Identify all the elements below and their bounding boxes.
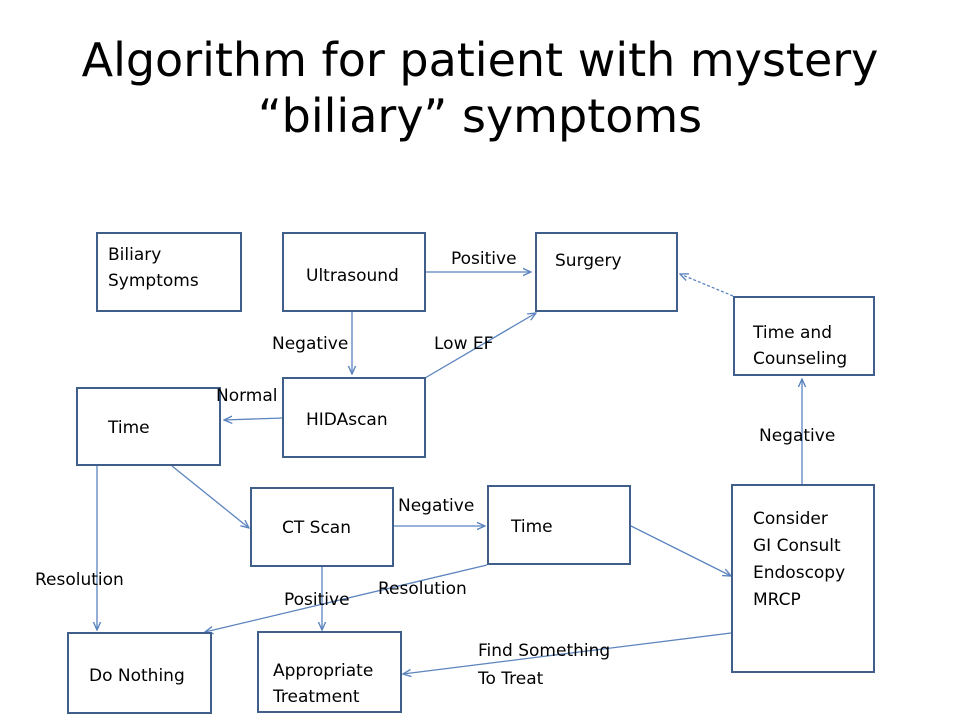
node-label: CT Scan — [282, 518, 351, 538]
node-do-nothing: Do Nothing — [67, 632, 212, 714]
node-label: Consider — [753, 509, 828, 529]
node-label: Symptoms — [108, 271, 199, 291]
arrow-time-to-consider — [630, 525, 731, 576]
node-label: Biliary — [108, 245, 162, 265]
node-time-left: Time — [76, 387, 221, 466]
edge-label-resolution-mid: Resolution — [378, 579, 467, 599]
edge-label-normal: Normal — [216, 386, 278, 406]
edge-label-find-something: Find Something To Treat — [478, 637, 610, 693]
edge-label-line: Find Something — [478, 641, 611, 661]
edge-label-line: To Treat — [478, 669, 544, 689]
node-label: MRCP — [753, 590, 801, 610]
node-surgery: Surgery — [535, 232, 678, 312]
edge-label-negative-ct: Negative — [398, 496, 475, 516]
node-label: Do Nothing — [89, 666, 185, 686]
node-label: GI Consult — [753, 536, 841, 556]
arrow-hidascan-to-time — [224, 418, 284, 420]
node-label: Time — [511, 517, 553, 537]
edge-label-negative-right: Negative — [759, 426, 836, 446]
node-label: Counseling — [753, 349, 848, 369]
node-label: Appropriate — [273, 661, 374, 681]
node-appropriate-treatment: Appropriate Treatment — [257, 631, 402, 713]
node-label: Surgery — [555, 251, 622, 271]
edge-label-positive-top: Positive — [451, 249, 517, 269]
node-consider: Consider GI Consult Endoscopy MRCP — [731, 484, 875, 673]
arrow-hidascan-to-surgery — [424, 313, 536, 379]
node-label: HIDAscan — [306, 410, 388, 430]
arrow-time-to-donothing-resolution — [205, 564, 488, 632]
node-label: Time — [108, 418, 150, 438]
slide-title: Algorithm for patient with mystery “bili… — [0, 32, 960, 144]
node-time-and-counseling: Time and Counseling — [733, 296, 875, 376]
node-label: Treatment — [273, 687, 360, 707]
node-label: Endoscopy — [753, 563, 846, 583]
edge-label-negative-ultrasound: Negative — [272, 334, 349, 354]
node-label: Time and — [753, 323, 832, 343]
arrow-time-to-ctscan — [171, 465, 249, 528]
arrow-consider-to-treatment — [403, 632, 732, 674]
node-biliary-symptoms: Biliary Symptoms — [96, 232, 242, 312]
node-time-mid: Time — [487, 485, 631, 565]
node-hidascan: HIDAscan — [282, 377, 426, 458]
edge-label-positive-ct: Positive — [284, 590, 350, 610]
node-ct-scan: CT Scan — [250, 487, 394, 567]
node-label: Ultrasound — [306, 266, 399, 286]
edge-label-resolution-left: Resolution — [35, 570, 124, 590]
edge-label-low-ef: Low EF — [434, 334, 494, 354]
node-ultrasound: Ultrasound — [282, 232, 426, 312]
arrow-counseling-to-surgery — [680, 274, 734, 297]
title-line-2: “biliary” symptoms — [257, 89, 703, 143]
title-line-1: Algorithm for patient with mystery — [81, 33, 879, 87]
